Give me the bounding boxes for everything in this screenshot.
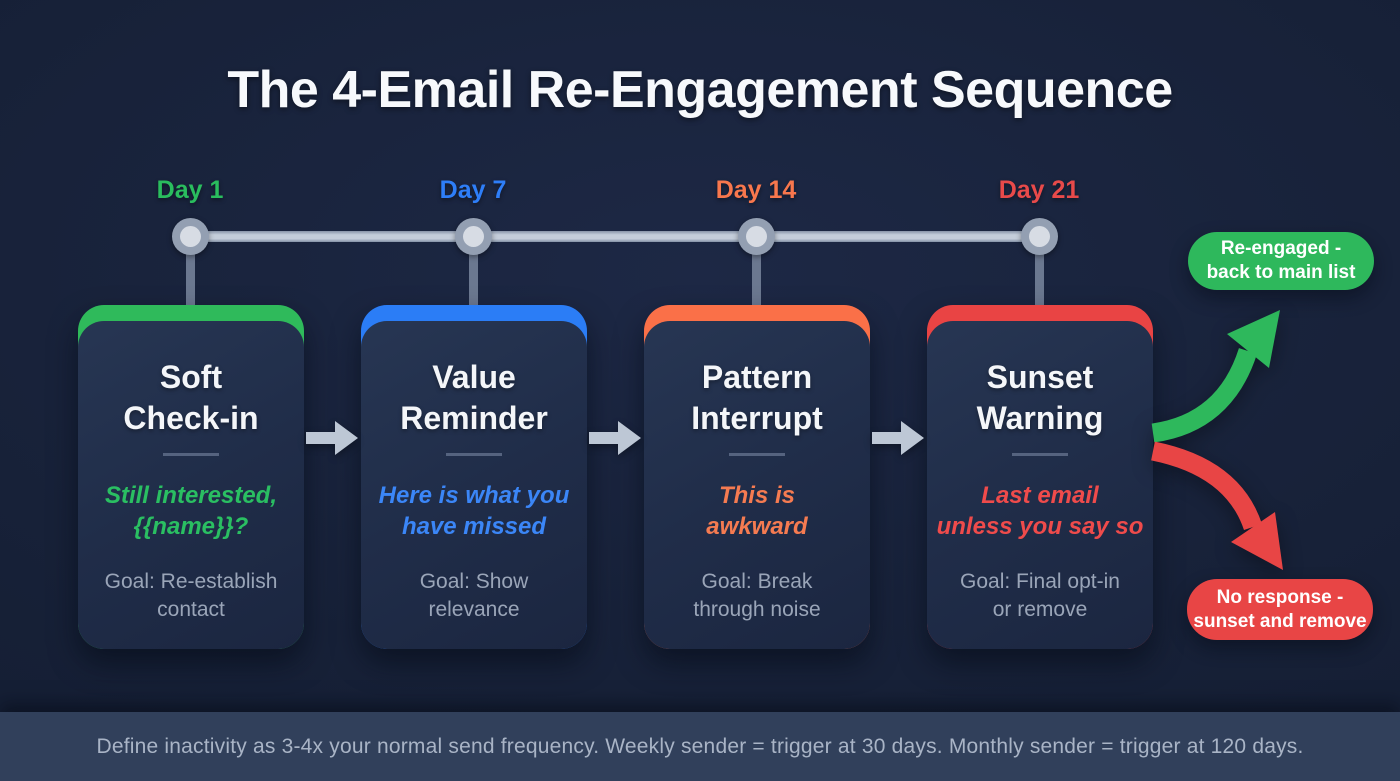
outcome-badge-re-engaged: Re-engaged - back to main list [1188, 232, 1374, 290]
timeline-line [190, 231, 1040, 242]
timeline-node-1 [172, 218, 209, 255]
email-card-value-reminder: Value Reminder Here is what you have mis… [361, 305, 587, 649]
curved-down-arrow-icon [1151, 441, 1263, 531]
email-card-sunset-warning: Sunset Warning Last email unless you say… [927, 305, 1153, 649]
curved-down-arrowhead-icon [1231, 512, 1283, 570]
right-arrow-icon [306, 421, 358, 455]
card-body: Pattern Interrupt This is awkward Goal: … [644, 321, 870, 649]
day-label-2: Day 7 [439, 176, 507, 204]
right-arrow-icon [589, 421, 641, 455]
card-subject-line: Here is what you have missed [378, 482, 570, 540]
right-arrow-icon [872, 421, 924, 455]
day-label-3: Day 14 [715, 176, 797, 204]
card-goal: Goal: Show relevance [419, 570, 529, 621]
timeline-node-4 [1021, 218, 1058, 255]
card-title: Pattern Interrupt [691, 359, 823, 436]
card-divider [729, 453, 785, 456]
timeline-node-dot [1029, 226, 1050, 247]
card-body: Sunset Warning Last email unless you say… [927, 321, 1153, 649]
outcome-badge-no-response: No response - sunset and remove [1187, 579, 1373, 640]
timeline-node-dot [746, 226, 767, 247]
curved-up-arrow-icon [1151, 347, 1258, 443]
connector-line-1 [186, 236, 195, 306]
day-label-4: Day 21 [998, 176, 1080, 204]
outcome-fork-arrows [1151, 310, 1283, 570]
card-subject-line: Last email unless you say so [936, 482, 1144, 540]
connector-line-4 [1035, 236, 1044, 306]
connector-line-3 [752, 236, 761, 306]
email-card-soft-check-in: Soft Check-in Still interested, {{name}}… [78, 305, 304, 649]
footer-note: Define inactivity as 3-4x your normal se… [96, 734, 1304, 758]
timeline-node-3 [738, 218, 775, 255]
card-subject-line: This is awkward [706, 482, 808, 540]
timeline-node-2 [455, 218, 492, 255]
page-title: The 4-Email Re-Engagement Sequence [227, 61, 1173, 119]
card-body: Value Reminder Here is what you have mis… [361, 321, 587, 649]
card-divider [163, 453, 219, 456]
footer-bar: Define inactivity as 3-4x your normal se… [0, 712, 1400, 781]
card-body: Soft Check-in Still interested, {{name}}… [78, 321, 304, 649]
connector-line-2 [469, 236, 478, 306]
card-goal: Goal: Break through noise [693, 570, 821, 621]
curved-up-arrowhead-icon [1227, 310, 1280, 368]
day-label-1: Day 1 [156, 176, 224, 204]
card-title: Soft Check-in [123, 359, 259, 436]
timeline-node-dot [180, 226, 201, 247]
card-subject-line: Still interested, {{name}}? [104, 482, 278, 540]
card-goal: Goal: Final opt-in or remove [960, 570, 1120, 621]
email-card-pattern-interrupt: Pattern Interrupt This is awkward Goal: … [644, 305, 870, 649]
card-goal: Goal: Re-establish contact [104, 570, 278, 621]
card-title: Sunset Warning [976, 359, 1104, 436]
card-divider [1012, 453, 1068, 456]
timeline-node-dot [463, 226, 484, 247]
card-divider [446, 453, 502, 456]
card-title: Value Reminder [400, 359, 548, 436]
